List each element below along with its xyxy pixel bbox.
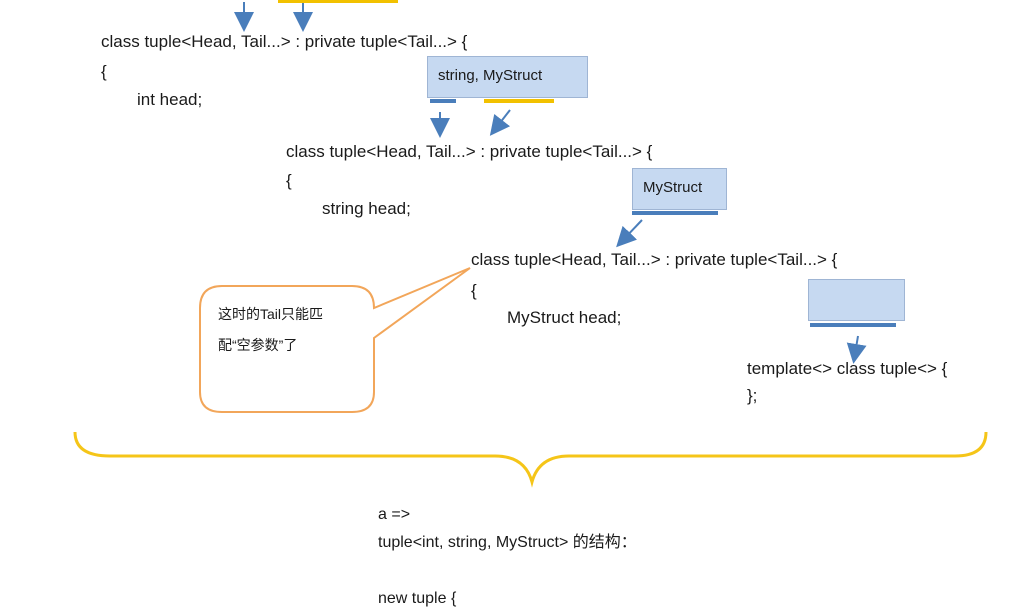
- type-box-string-mystruct: string, MyStruct: [427, 56, 588, 98]
- type-box-mystruct: MyStruct: [632, 168, 727, 210]
- bottom-line-new-tuple: new tuple {: [378, 590, 457, 607]
- code-member-level2: string head;: [322, 199, 411, 218]
- code-brace-level3: {: [471, 281, 477, 300]
- arrow-box1-tail: [489, 109, 511, 136]
- type-box-empty: [808, 279, 905, 321]
- code-member-level3: MyStruct head;: [507, 308, 622, 327]
- callout-text-line2: 配“空参数”了: [218, 337, 298, 353]
- bottom-line-structure: tuple<int, string, MyStruct> 的结构：: [378, 534, 637, 551]
- underline-box3: [810, 323, 896, 327]
- arrow-box3-tail: [846, 335, 867, 364]
- code-brace-level1: {: [101, 62, 107, 81]
- callout-text-line1: 这时的Tail只能匹: [218, 306, 324, 322]
- grouping-brace: [73, 431, 988, 488]
- code-decl-empty-specialization: template<> class tuple<> {: [747, 359, 948, 378]
- underline-tail-box1: [484, 99, 554, 103]
- code-decl-level3: class tuple<Head, Tail...> : private tup…: [471, 250, 838, 269]
- code-decl-level1: class tuple<Head, Tail...> : private tup…: [101, 32, 468, 51]
- code-close-empty-specialization: };: [747, 386, 758, 405]
- code-brace-level2: {: [286, 171, 292, 190]
- code-member-level1: int head;: [137, 90, 203, 109]
- callout-bubble: [199, 267, 471, 413]
- underline-head-box1: [430, 99, 456, 103]
- highlight-top: [278, 0, 398, 3]
- underline-box2: [632, 211, 718, 215]
- bottom-line-a: a =>: [378, 506, 411, 523]
- arrow-box2-tail: [616, 219, 643, 248]
- code-decl-level2: class tuple<Head, Tail...> : private tup…: [286, 142, 653, 161]
